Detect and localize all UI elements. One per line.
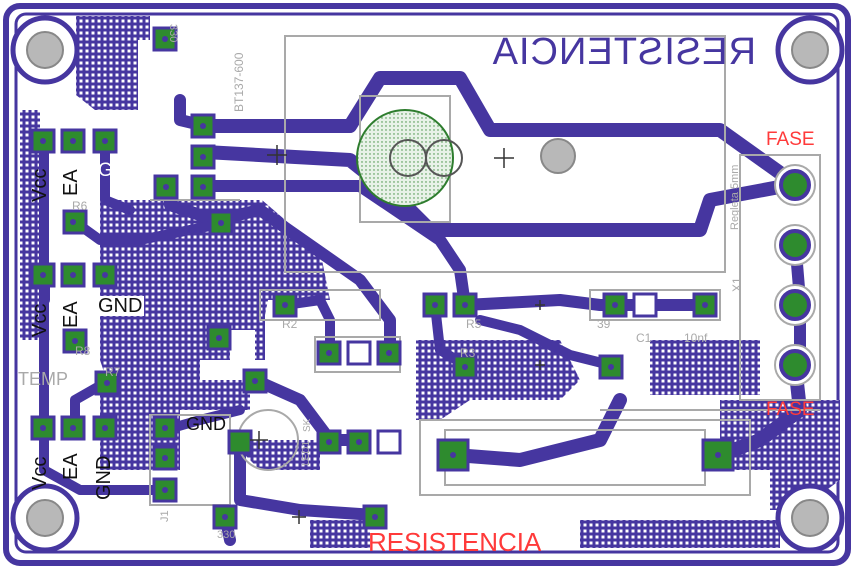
module-sd-label: SD: [186, 447, 212, 467]
gnd-label-1: GND: [98, 160, 141, 181]
module-gnd-label: GND: [186, 414, 226, 434]
gnd-label-2: GND: [96, 295, 145, 317]
component-pads: [30, 26, 735, 530]
r5-label: R5: [466, 317, 482, 331]
sk-label: SK: [302, 418, 313, 432]
r39-label: 39: [597, 317, 611, 331]
c1-value-label: 10nf: [684, 331, 708, 345]
fase-top-label: FASE: [766, 129, 815, 150]
r3-label: R3: [460, 346, 476, 360]
r6-label: R6: [72, 199, 88, 213]
mounting-holes: [10, 15, 845, 553]
r8-label: R8: [75, 344, 91, 358]
vcc-label-3: Vcc: [29, 456, 51, 490]
j1-label: J1: [159, 510, 171, 522]
vcc-label-1: Vcc: [29, 168, 51, 202]
mounting-hole-top-left: [10, 15, 80, 85]
board-title-bottom: RESISTENCIA: [368, 527, 542, 557]
crosshair-markers: [250, 145, 545, 524]
center-hole: [540, 138, 576, 174]
terminal-block-x1: [774, 164, 816, 386]
vcc-label-2: Vcc: [29, 303, 51, 337]
gnd-label-3: GND: [93, 455, 115, 500]
pad-drills: [40, 36, 721, 520]
r330-bottom-label: 330: [217, 529, 236, 541]
fase-bottom-label: FASE: [766, 399, 815, 420]
r330-top-label: 330: [167, 24, 179, 43]
mounting-hole-bottom-left: [10, 483, 80, 553]
ea-label-3: EA: [60, 453, 82, 480]
x1-label: X1: [730, 277, 744, 292]
mounting-hole-top-right: [775, 15, 845, 85]
module-5v-label: +5v: [188, 479, 218, 499]
regleta-label: Regleta 5mm: [729, 164, 741, 230]
mounting-hole-bottom-right: [775, 483, 845, 553]
c1-label: C1: [636, 331, 652, 345]
board-title-mirrored: RESISTENCIA: [491, 31, 756, 73]
copper-traces: [39, 71, 807, 546]
r7-label: R7: [105, 365, 121, 379]
triac-label: BT137-600: [232, 52, 246, 112]
led-label: LED1: [301, 440, 312, 466]
ea-label-2: EA: [60, 301, 82, 328]
board-inner-frame: [14, 12, 840, 554]
ea-label-1: EA: [60, 169, 82, 196]
temp-label: TEMP: [18, 369, 69, 389]
r2-label: R2: [282, 317, 298, 331]
potentiometer: [356, 109, 463, 207]
board-outline: [3, 3, 851, 566]
